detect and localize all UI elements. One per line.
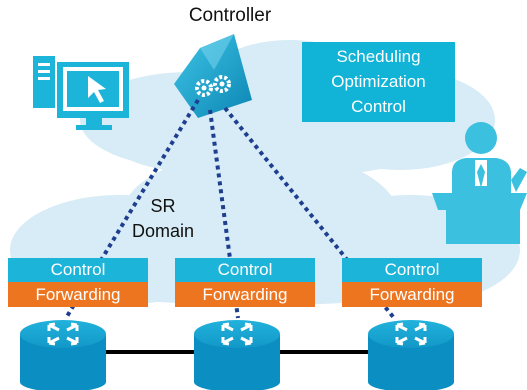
control-plane-label: Control [175,258,315,282]
controller-functions-box: Scheduling Optimization Control [302,42,455,122]
control-plane-label: Control [8,258,148,282]
presenter-icon [432,122,527,244]
controller-label: Controller [188,5,272,26]
router-icon [20,320,106,390]
function-scheduling: Scheduling [336,47,421,66]
sr-domain-line1: SR [150,196,176,216]
function-optimization: Optimization [331,72,426,91]
computer-icon [33,56,129,130]
function-control: Control [351,97,406,116]
router-icon [368,320,454,390]
controller-gear-icon [174,34,252,118]
node-planes-2: Control Forwarding [175,258,315,307]
forwarding-plane-label: Forwarding [175,282,315,307]
forwarding-plane-label: Forwarding [8,282,148,307]
node-planes-1: Control Forwarding [8,258,148,307]
sr-domain-line2: Domain [131,221,195,241]
control-plane-label: Control [342,258,482,282]
node-planes-3: Control Forwarding [342,258,482,307]
router-icon [194,320,280,390]
sr-domain-label: SR Domain [118,194,208,244]
forwarding-plane-label: Forwarding [342,282,482,307]
